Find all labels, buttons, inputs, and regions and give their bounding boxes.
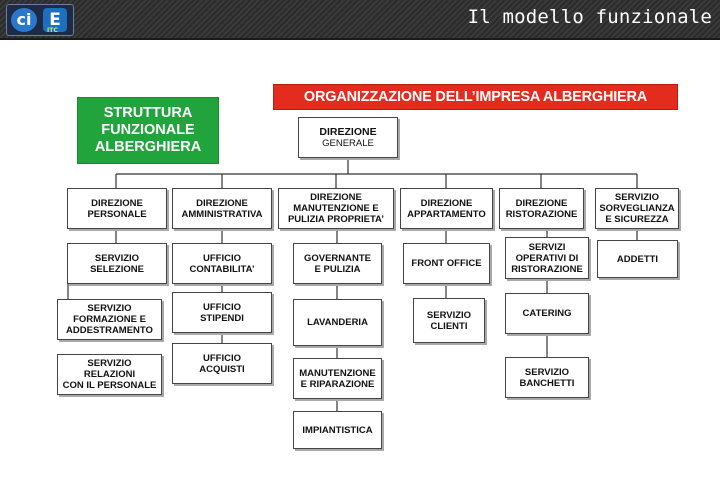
box-line: GENERALE <box>322 137 374 149</box>
box-addetti: ADDETTI <box>597 240 678 278</box>
box-line: ADDESTRAMENTO <box>66 325 153 336</box>
box-line: DIREZIONE <box>196 197 248 209</box>
box-line: SERVIZIO <box>94 252 140 264</box>
box-catering: CATERING <box>505 293 589 334</box>
box-line: UFFICIO <box>203 301 241 313</box>
box-line: E PULIZIA <box>314 263 361 275</box>
box-direzione-ristorazione: DIREZIONE RISTORAZIONE <box>499 188 584 229</box>
school-logo: ci E ITC <box>6 4 74 36</box>
box-line: ACQUISTI <box>199 363 245 375</box>
slide-title: Il modello funzionale <box>467 6 712 28</box>
box-line: DIREZIONE <box>310 192 362 203</box>
box-line: PERSONALE <box>87 208 147 220</box>
box-direzione-amministrativa: DIREZIONE AMMINISTRATIVA <box>172 188 272 229</box>
box-line: SERVIZIO <box>87 303 132 314</box>
box-line: SERVIZIO <box>87 358 132 369</box>
box-line: LAVANDERIA <box>307 317 368 328</box>
box-line: BANCHETTI <box>519 377 575 389</box>
box-line: MANUTENZIONE <box>299 367 376 379</box>
box-line: MANUTENZIONE E <box>293 203 379 214</box>
structure-label-line: FUNZIONALE <box>101 122 195 138</box>
box-servizio-clienti: SERVIZIO CLIENTI <box>413 298 485 343</box>
box-lavanderia: LAVANDERIA <box>293 299 382 346</box>
box-impiantistica: IMPIANTISTICA <box>293 411 382 449</box>
logo-badge-right: E <box>43 8 67 32</box>
box-line: FORMAZIONE E <box>73 314 146 325</box>
box-line: FRONT OFFICE <box>411 258 482 269</box>
box-line: APPARTAMENTO <box>407 208 486 220</box>
box-line: CLIENTI <box>430 320 468 332</box>
structure-label-line: ALBERGHIERA <box>94 139 202 155</box>
box-line: DIREZIONE <box>91 197 143 209</box>
box-line: CATERING <box>522 308 572 319</box>
box-servizio-selezione: SERVIZIO SELEZIONE <box>67 243 167 284</box>
box-line: SERVIZIO <box>614 192 660 203</box>
box-line: RISTORAZIONE <box>505 208 578 220</box>
box-line: PULIZIA PROPRIETA’ <box>287 214 385 225</box>
box-direzione-appartamento: DIREZIONE APPARTAMENTO <box>400 188 493 229</box>
box-ufficio-acquisti: UFFICIO ACQUISTI <box>172 343 272 384</box>
box-line: STIPENDI <box>200 312 244 324</box>
box-line: UFFICIO <box>203 352 241 364</box>
box-line: ADDETTI <box>616 253 659 265</box>
box-line: GOVERNANTE <box>303 252 372 264</box>
box-direzione-personale: DIREZIONE PERSONALE <box>67 188 167 229</box>
logo-subtext: ITC <box>47 27 58 34</box>
box-line: DIREZIONE <box>420 197 473 209</box>
header-bar: ci E ITC Il modello funzionale <box>0 0 720 40</box>
box-manutenzione-riparazione: MANUTENZIONE E RIPARAZIONE <box>293 358 382 399</box>
box-line: CONTABILITA’ <box>189 263 255 275</box>
box-line: SERVIZIO <box>524 366 570 378</box>
box-servizio-sorveglianza: SERVIZIO SORVEGLIANZA E SICUREZZA <box>595 188 679 229</box>
box-ufficio-stipendi: UFFICIO STIPENDI <box>172 292 272 333</box>
box-line: RELAZIONI <box>83 369 136 380</box>
box-servizio-relazioni: SERVIZIO RELAZIONI CON IL PERSONALE <box>57 354 162 395</box>
box-line: E SICUREZZA <box>605 214 669 225</box>
box-direzione-generale: DIREZIONE GENERALE <box>298 117 398 158</box>
box-line: IMPIANTISTICA <box>302 424 373 436</box>
box-line: OPERATIVI DI <box>515 252 579 264</box>
box-governante: GOVERNANTE E PULIZIA <box>293 243 382 284</box>
box-line: CON IL PERSONALE <box>62 380 157 391</box>
box-line: SORVEGLIANZA <box>599 203 675 214</box>
box-line: E RIPARAZIONE <box>300 378 375 390</box>
box-line: DIREZIONE <box>319 125 377 138</box>
box-servizio-formazione: SERVIZIO FORMAZIONE E ADDESTRAMENTO <box>57 299 162 340</box>
box-line: DIREZIONE <box>515 197 568 209</box>
box-direzione-manutenzione: DIREZIONE MANUTENZIONE E PULIZIA PROPRIE… <box>278 188 394 229</box>
structure-label-line: STRUTTURA <box>103 105 193 121</box>
box-line: UFFICIO <box>203 252 241 264</box>
box-line: SELEZIONE <box>90 263 144 275</box>
org-chart-title: ORGANIZZAZIONE DELL’IMPRESA ALBERGHIERA <box>273 84 678 110</box>
logo-badge-left: ci <box>11 8 37 32</box>
box-ufficio-contabilita: UFFICIO CONTABILITA’ <box>172 243 272 284</box>
box-line: SERVIZI <box>528 241 566 253</box>
box-line: AMMINISTRATIVA <box>181 208 263 220</box>
box-line: RISTORAZIONE <box>511 263 583 275</box>
box-line: SERVIZIO <box>426 309 472 321</box>
box-front-office: FRONT OFFICE <box>403 243 490 284</box>
box-servizio-banchetti: SERVIZIO BANCHETTI <box>505 357 589 398</box>
box-servizi-operativi: SERVIZI OPERATIVI DI RISTORAZIONE <box>505 237 589 279</box>
structure-label: STRUTTURA FUNZIONALE ALBERGHIERA <box>77 97 219 164</box>
